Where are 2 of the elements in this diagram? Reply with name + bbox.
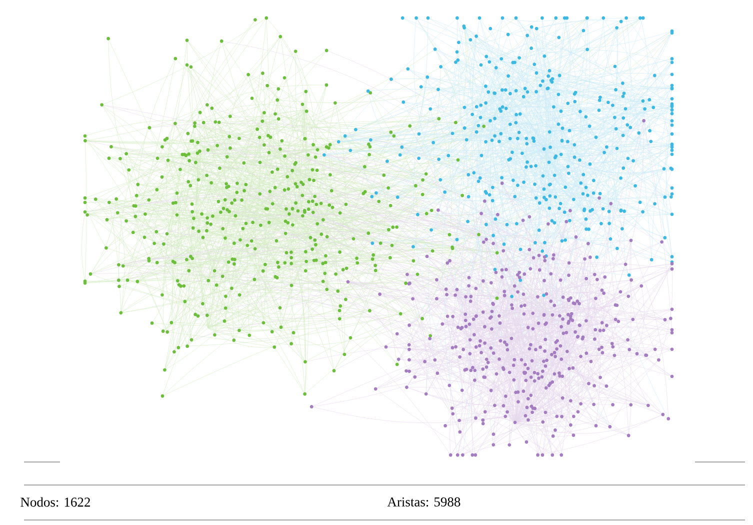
edge-count: Aristas: 5988 — [387, 497, 460, 507]
node-count: Nodos: 1622 — [20, 497, 90, 507]
